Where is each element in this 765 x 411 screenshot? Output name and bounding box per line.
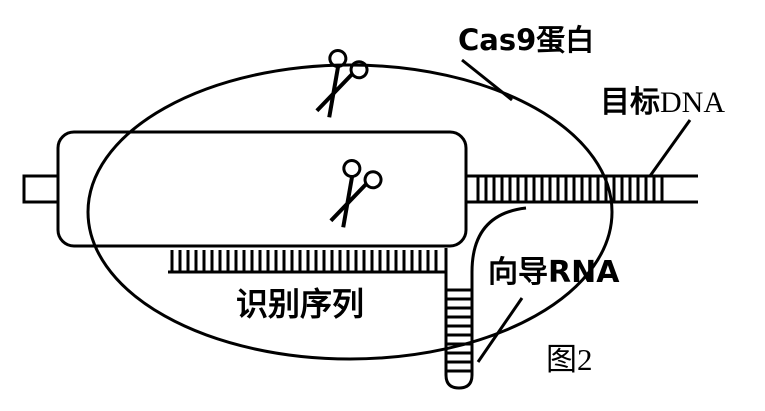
guide-rna-label: 向导RNA (488, 255, 620, 290)
scissors-icon (329, 158, 383, 228)
guide-rna-leader-line (476, 297, 524, 363)
target-dna-prefix: 目标 (600, 85, 660, 120)
dna-body (56, 130, 468, 248)
guide-rna-curve (470, 206, 527, 273)
target-dna-suffix: DNA (660, 86, 725, 119)
target-dna-label: 目标DNA (600, 88, 725, 118)
guide-rna-stem-pairs (446, 288, 472, 373)
dna-left-stub (22, 174, 60, 204)
scissors-icon (315, 48, 369, 118)
recognition-sequence-label: 识别序列 (236, 285, 365, 323)
guide-rna-stem (444, 248, 474, 390)
target-dna-leader-line (648, 119, 692, 177)
figure-label: 图2 (546, 342, 593, 377)
recognition-sequence-teeth (170, 250, 438, 272)
cas9-leader-line (461, 58, 513, 102)
cas9-label: Cas9蛋白 (458, 23, 595, 57)
dna-base-pairs (476, 176, 664, 202)
cas9-protein-ellipse (86, 63, 614, 361)
